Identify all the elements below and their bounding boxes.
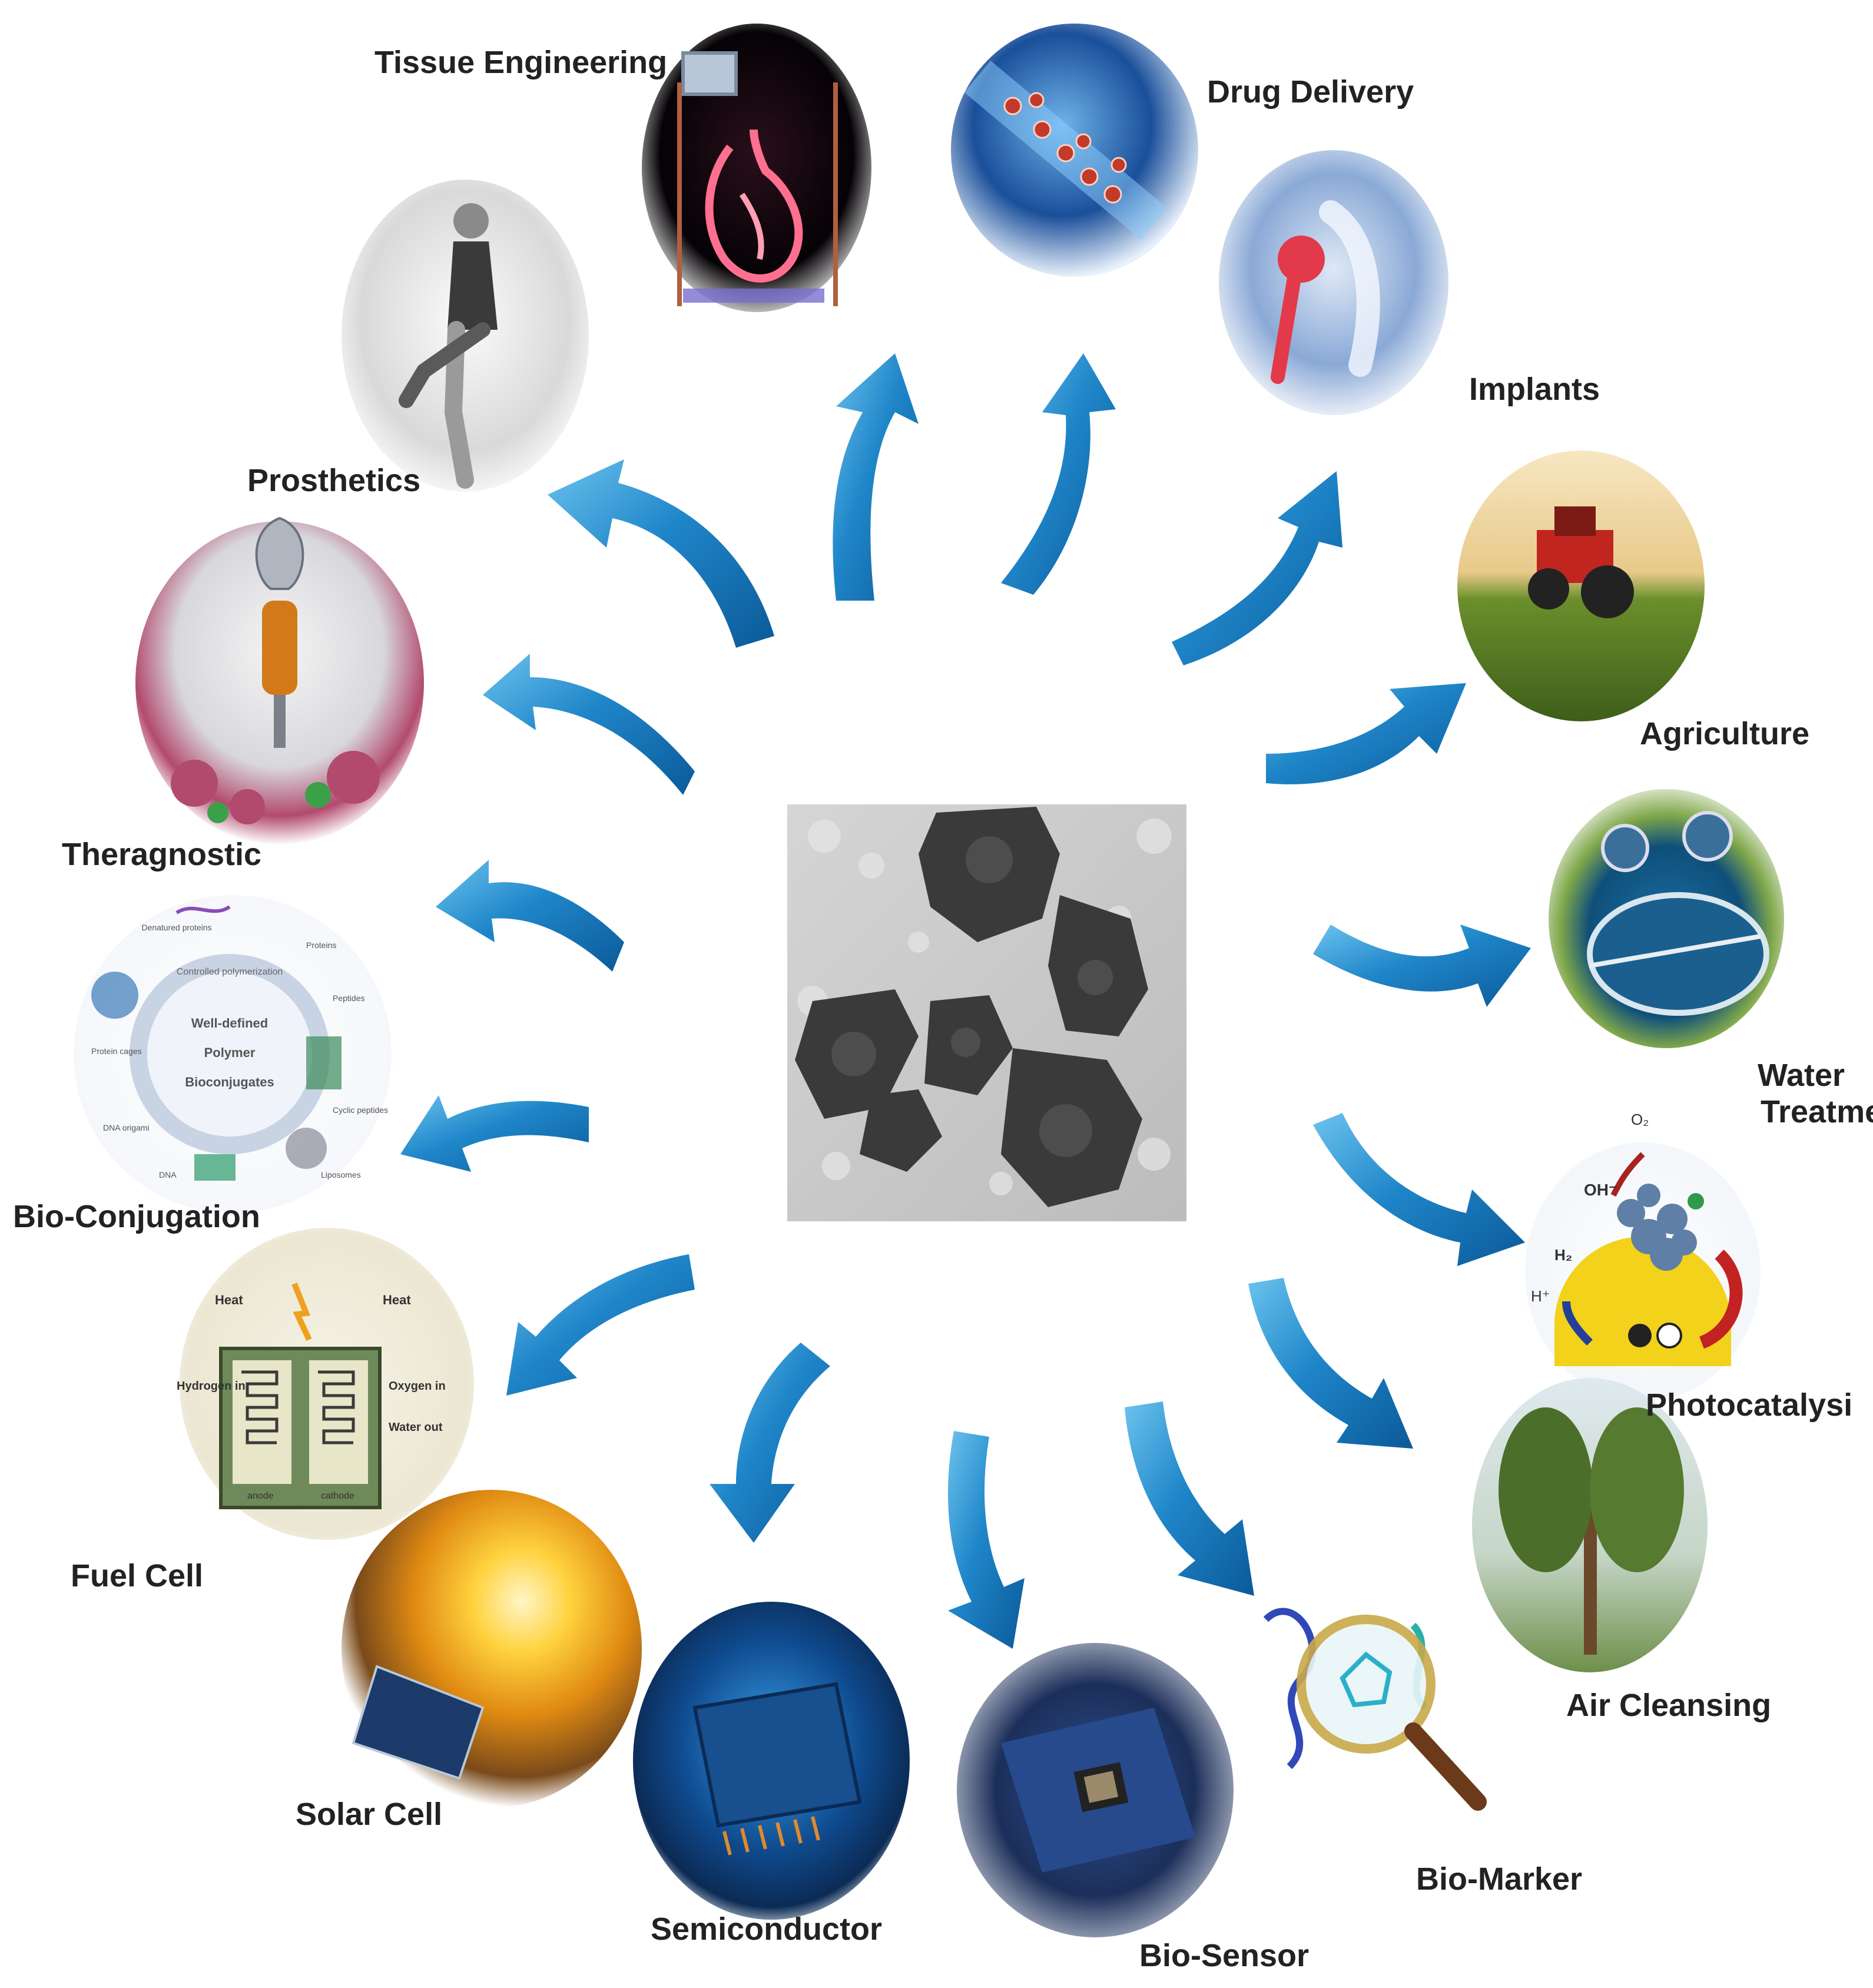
label-implants: Implants [1469,372,1600,407]
prosthetics-image [342,180,589,492]
implants-image [1219,150,1448,415]
center-micrograph [787,804,1186,1221]
label-semiconductor: Semiconductor [651,1911,883,1947]
label-fuel-cell: Fuel Cell [71,1558,204,1593]
water-treatment-image [1549,789,1784,1048]
photocat-h2-text: H₂ [1554,1246,1572,1264]
conj-t7: DNA [159,1170,177,1179]
photocat-oh-text: OH⁻ [1584,1181,1617,1199]
conj-t5: Cyclic peptides [333,1105,388,1115]
arrow-to-bio-conjugation [436,860,624,972]
bio-sensor-image [957,1643,1234,1937]
arrow-to-theragnostic [483,654,695,795]
bio-marker-image [1239,1566,1493,1837]
solar-cell-image [342,1490,642,1808]
conj-t8: Liposomes [321,1170,361,1179]
label-theragnostic: Theragnostic [62,837,262,872]
conj-t2: Proteins [306,940,336,950]
label-bio-marker: Bio-Marker [1416,1861,1583,1897]
fuel-cathode-text: cathode [321,1491,354,1501]
label-air-cleansing: Air Cleansing [1566,1688,1772,1723]
conj-ring-text: Controlled polymerization [177,967,283,977]
fuel-anode-text: anode [247,1491,274,1501]
arrow-to-bio-sensor [948,1431,1025,1649]
tissue-engineering-image [642,24,871,312]
agriculture-image [1457,450,1705,721]
photocat-hplus-text: H⁺ [1531,1287,1550,1305]
conj-t1: Denatured proteins [141,923,211,932]
label-bio-sensor: Bio-Sensor [1139,1938,1310,1973]
label-tissue-engineering: Tissue Engineering [374,45,668,80]
photocat-o2-text: O₂ [1631,1111,1649,1128]
arrow-to-air-cleansing [1248,1278,1413,1449]
arrow-to-drug-delivery [1001,353,1116,595]
label-bio-conjugation: Bio-Conjugation [13,1199,260,1234]
conj-center-1: Well-defined [191,1016,268,1031]
fuel-cell-image: Heat Heat Hydrogen in Oxygen in Water ou… [177,1228,474,1540]
arrow-to-prosthetics [548,459,774,648]
conj-t3: Peptides [333,993,364,1003]
label-water: Water [1758,1058,1845,1093]
label-treatment: Treatment [1761,1094,1873,1130]
label-agriculture: Agriculture [1640,716,1810,751]
fuel-oxygen-text: Oxygen in [389,1380,446,1393]
label-solar-cell: Solar Cell [296,1797,443,1832]
bio-conjugation-image: Well-defined Polymer Bioconjugates Contr… [74,895,392,1213]
arrow-to-agriculture [1266,683,1466,784]
air-cleansing-image [1472,1378,1708,1672]
theragnostic-image [135,516,424,845]
photocatalysis-image: O₂ OH⁻ H₂ H⁺ [1525,1111,1761,1401]
fuel-hydrogen-text: Hydrogen in [177,1380,246,1393]
arrow-to-solar-cell [506,1254,695,1396]
semiconductor-image [633,1602,910,1920]
label-prosthetics: Prosthetics [247,463,421,498]
fuel-water-text: Water out [389,1421,443,1434]
label-water-treatment: Water Treatment [1690,1057,1873,1130]
arrow-to-tissue-engineering [833,353,919,601]
label-drug-delivery: Drug Delivery [1207,74,1414,110]
arrow-to-photocatalysis [1313,1113,1525,1266]
arrow-to-implants [1172,471,1342,665]
arrow-to-fuel-cell [400,1095,589,1172]
conj-center-2: Polymer [204,1045,256,1060]
conj-t4: Protein cages [91,1046,142,1056]
conj-t6: DNA origami [103,1123,150,1132]
conj-center-3: Bioconjugates [185,1075,274,1089]
drug-delivery-image [951,24,1198,277]
fuel-heat-right-text: Heat [383,1293,411,1307]
arrow-to-bio-marker [1125,1401,1254,1596]
label-photocatalysis: Photocatalysi [1646,1387,1853,1423]
arrow-ring [400,353,1531,1649]
arrow-to-semiconductor [710,1343,830,1543]
arrow-to-water-treatment [1313,925,1531,1007]
fuel-heat-left-text: Heat [215,1293,243,1307]
